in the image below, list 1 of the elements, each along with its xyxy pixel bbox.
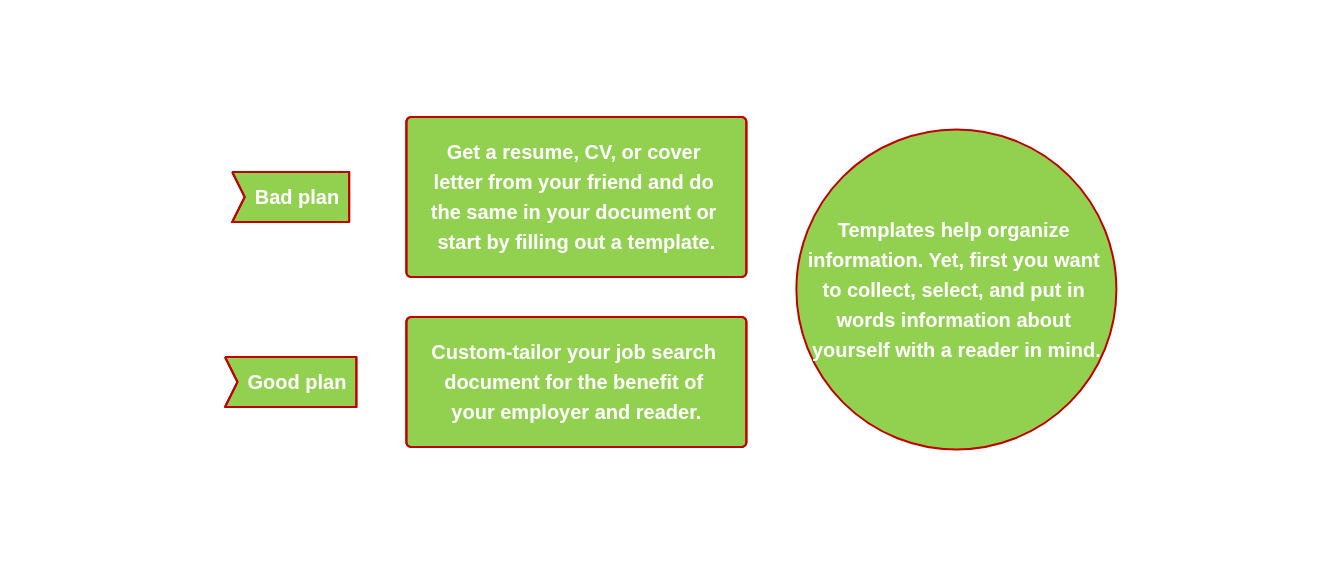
node-circle: Templates help organize information. Yet, first you want to collect, select, and put in words information about yourself with a reader in mind.: [795, 128, 1118, 451]
